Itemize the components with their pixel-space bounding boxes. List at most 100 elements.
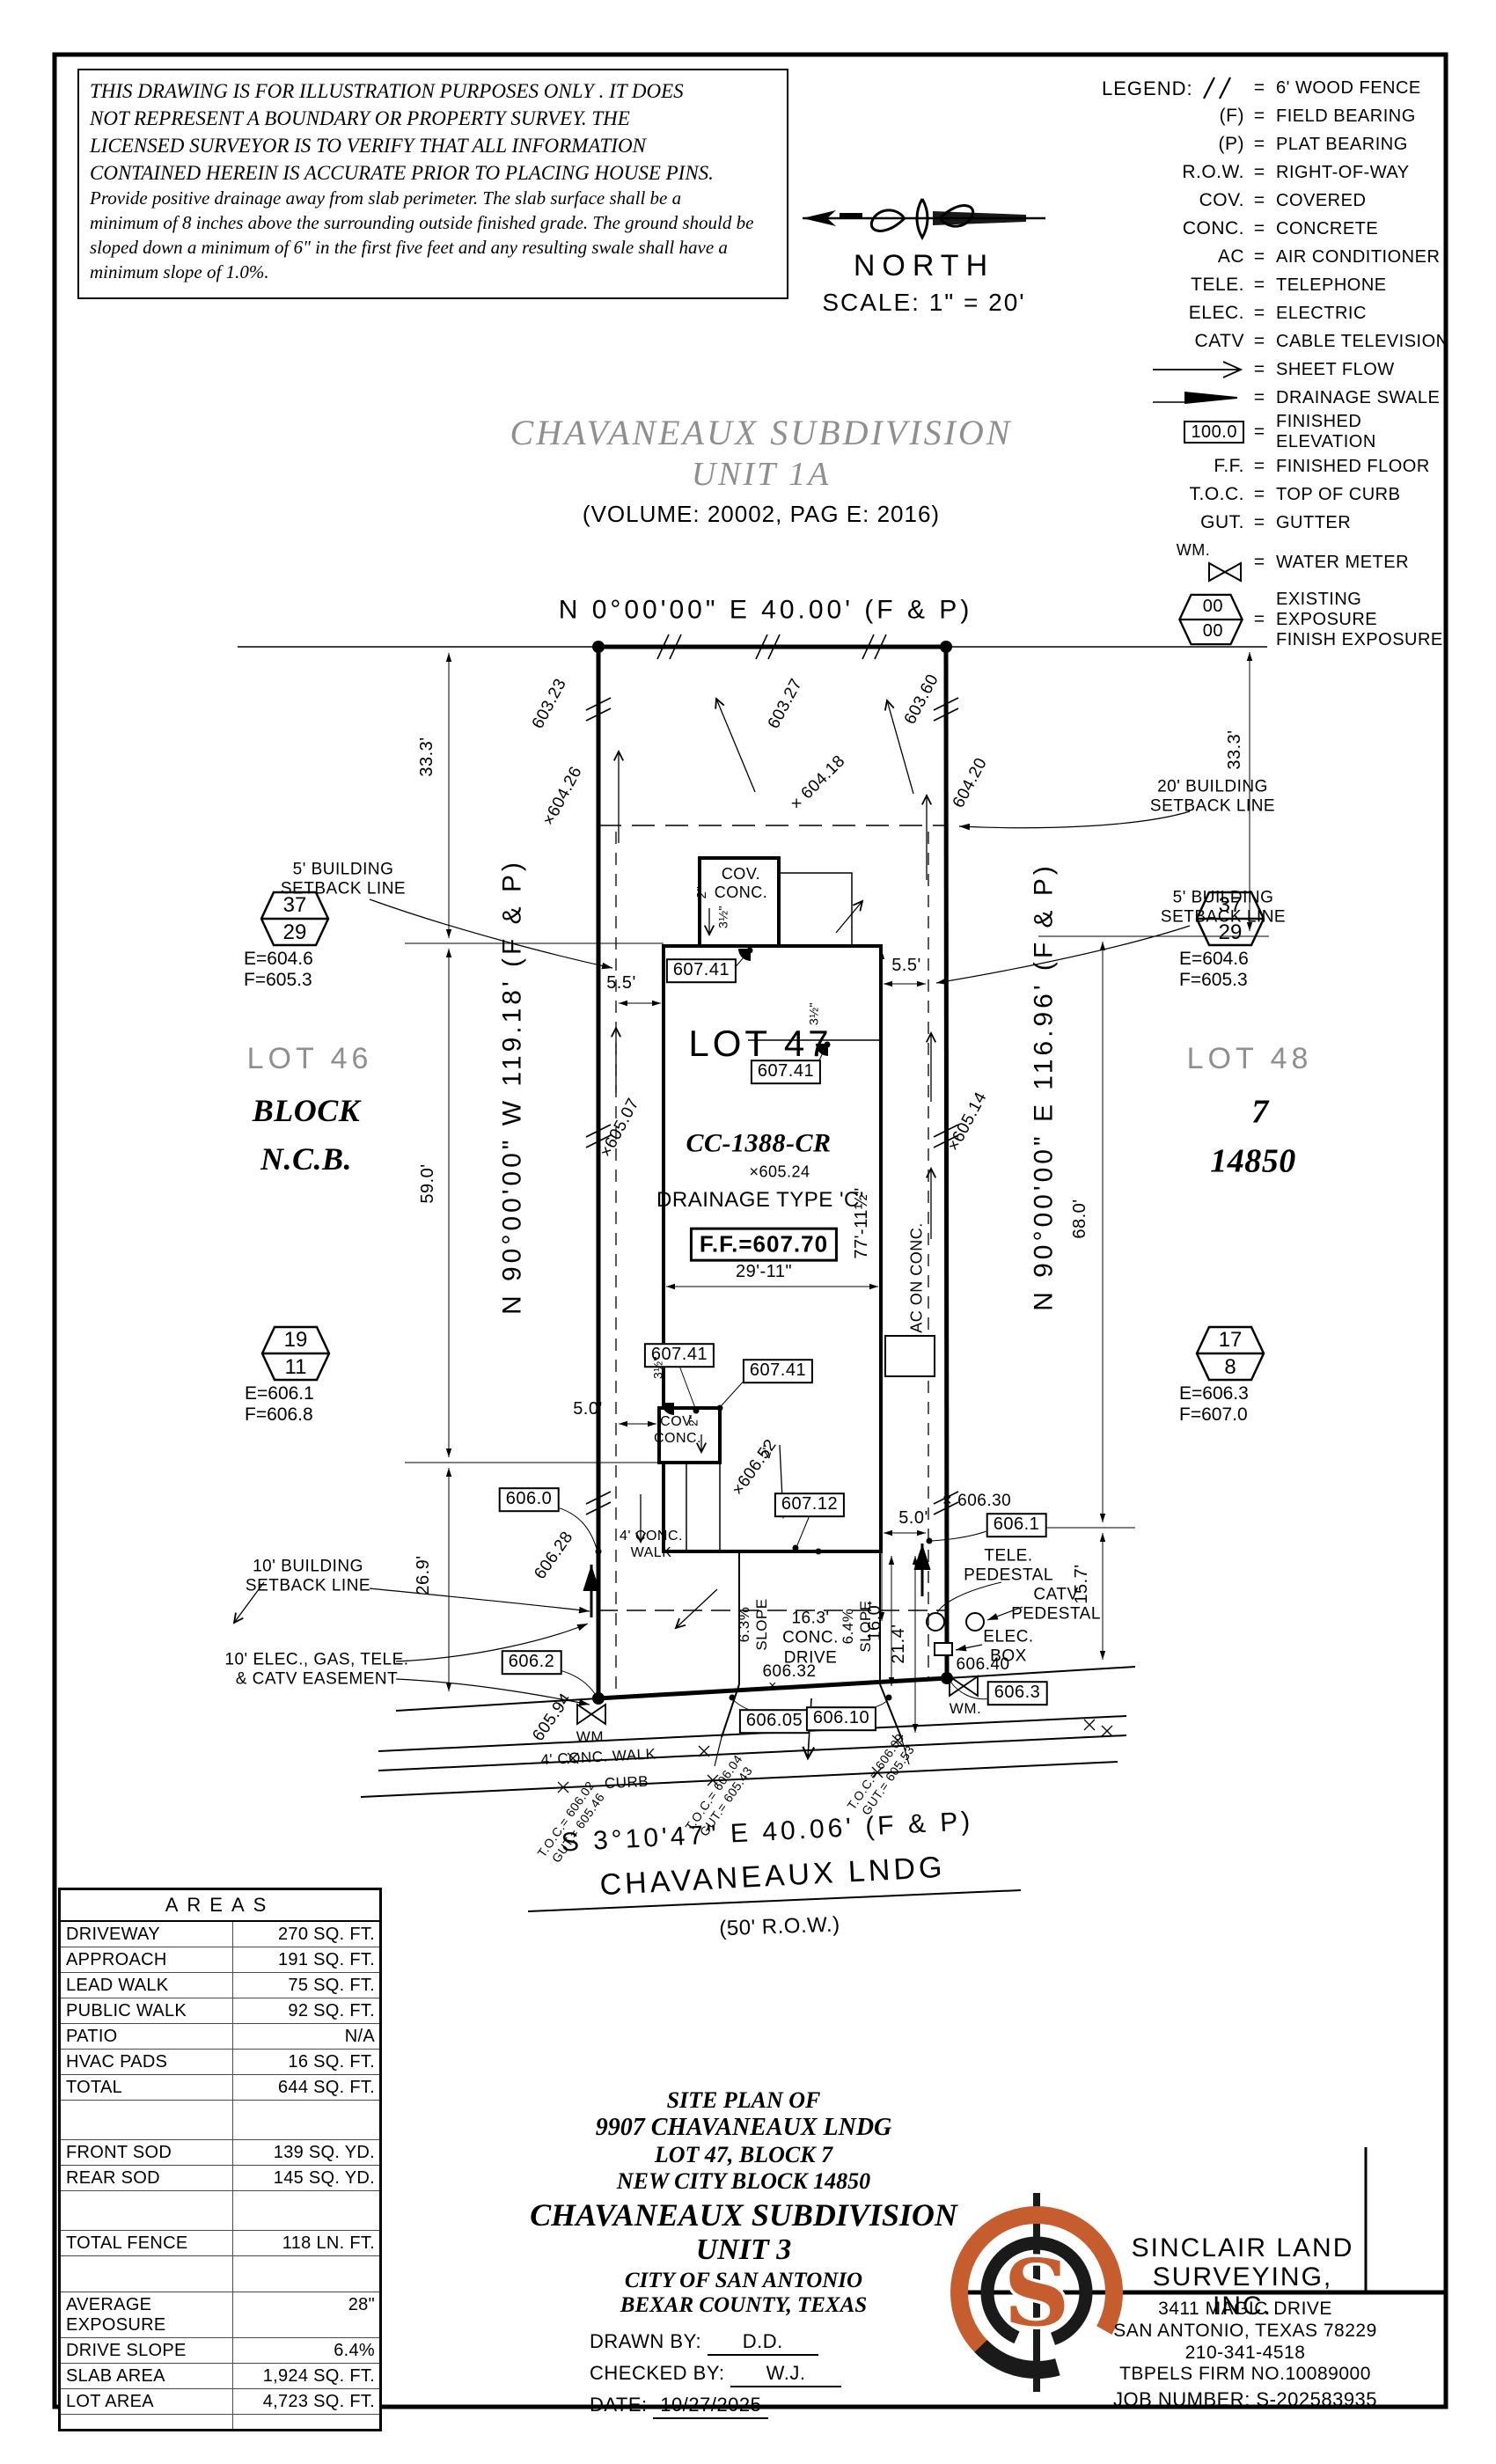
legend-description: ELECTRIC (1276, 303, 1367, 323)
legend-item: CONC.=CONCRETE (1146, 215, 1452, 243)
legend-equals: = (1253, 331, 1265, 351)
drainage-type: DRAINAGE TYPE 'C' (656, 1187, 864, 1212)
areas-row-label: APPROACH (61, 1947, 233, 1972)
disclaimer-line: NOT REPRESENT A BOUNDARY OR PROPERTY SUR… (90, 107, 630, 130)
firm-name-line1: SINCLAIR LAND (1131, 2233, 1354, 2262)
north-label: NORTH (853, 249, 995, 282)
areas-table-row (61, 2256, 379, 2292)
bearing-east: N 90°00'00" E 116.96' (F & P) (1029, 862, 1059, 1311)
legend-equals: = (1253, 609, 1265, 629)
elec-box: ELEC.BOX (983, 1627, 1034, 1666)
tele-pedestal: TELE.PEDESTAL (964, 1546, 1053, 1585)
site-address: 9907 CHAVANEAUX LNDG (595, 2114, 892, 2141)
areas-row-value: 92 SQ. FT. (288, 2001, 375, 2020)
tag-606-0: 606.0 (498, 1487, 560, 1512)
legend-description: SHEET FLOW (1276, 359, 1395, 379)
areas-table-row: TOTAL FENCE 118 LN. FT. (61, 2231, 379, 2256)
areas-row-label: HVAC PADS (61, 2050, 233, 2074)
legend-item: COV.=COVERED (1146, 187, 1452, 215)
areas-row-label: TOTAL FENCE (61, 2231, 233, 2255)
legend-item: AC=AIR CONDITIONER (1146, 243, 1452, 271)
areas-table-row: TOTAL 644 SQ. FT. (61, 2075, 379, 2101)
legend-item: =6' WOOD FENCE (1146, 74, 1452, 102)
subdivision-name: CHAVANEAUX SUBDIVISION (510, 413, 1013, 452)
plat-volume-page: (VOLUME: 20002, PAG E: 2016) (582, 501, 941, 527)
firm-phone: 210-341-4518 (1184, 2342, 1306, 2363)
legend-symbol: ELEC. (1188, 303, 1244, 323)
disclaimer-line: minimum of 8 inches above the surroundin… (90, 212, 754, 234)
unit-line: UNIT 3 (695, 2233, 792, 2266)
legend-rows: =6' WOOD FENCE(F)=FIELD BEARING(P)=PLAT … (1146, 74, 1452, 651)
subdivision-line: CHAVANEAUX SUBDIVISION (530, 2197, 957, 2233)
legend-item: 100.0=FINISHED ELEVATION (1146, 412, 1452, 452)
north-arrow-icon (803, 198, 1045, 241)
firm-name-line2: SURVEYING, INC. (1152, 2262, 1333, 2321)
areas-row-label: REAR SOD (61, 2166, 233, 2190)
areas-row-value (233, 2256, 379, 2292)
legend-equals: = (1253, 359, 1265, 379)
lot46: LOT 46 (246, 1041, 373, 1075)
legend-symbol: (P) (1218, 134, 1244, 154)
spot-603-27: 603.27 (764, 675, 806, 732)
legend-symbol: CONC. (1182, 218, 1244, 238)
legend-equals: = (1253, 552, 1265, 572)
areas-row-label: LOT AREA (61, 2389, 233, 2414)
legend-item: TELE.=TELEPHONE (1146, 271, 1452, 299)
legend-symbol: CATV (1194, 331, 1244, 351)
legend-symbol (1146, 76, 1244, 100)
areas-row-label: TOTAL (61, 2075, 233, 2100)
spot-605-14: ×605.14 (944, 1089, 991, 1155)
disclaimer-line: sloped down a minimum of 6" in the first… (90, 237, 728, 259)
areas-row-value: 4,723 SQ. FT. (262, 2392, 375, 2411)
areas-row-label: FRONT SOD (61, 2140, 233, 2165)
legend-equals: = (1253, 387, 1265, 407)
areas-table-row (61, 2101, 379, 2140)
spot-604-18: × 604.18 (787, 752, 849, 814)
areas-table-row: APPROACH 191 SQ. FT. (61, 1947, 379, 1973)
legend-equals: = (1253, 190, 1265, 210)
tag-607-41-c: 607.41 (643, 1343, 715, 1368)
tag-606-2: 606.2 (501, 1650, 562, 1675)
cov-conc-low: COV.CONC. (653, 1414, 702, 1446)
checked-by-label: CHECKED BY: (590, 2362, 725, 2384)
areas-row-value: 644 SQ. FT. (277, 2078, 375, 2097)
areas-table-row: LOT AREA 4,723 SQ. FT. (61, 2389, 379, 2415)
wm-right: WM. (949, 1699, 982, 1717)
plan-code: CC-1388-CR (686, 1128, 832, 1158)
areas-row-label: LEAD WALK (61, 1973, 233, 1998)
spot-606-32: 606.32 (762, 1661, 817, 1681)
existing-exposure-value: 19 (283, 1328, 308, 1352)
step-3half-c: 3½" (650, 1356, 665, 1379)
city-line: CITY OF SAN ANTONIO (624, 2269, 863, 2292)
public-walk: 4' CONC. WALK (540, 1745, 656, 1769)
street-name: CHAVANEAUX LNDG (598, 1850, 947, 1903)
areas-row-value: 118 LN. FT. (282, 2233, 375, 2253)
dim-77-11: 77'-11½" (852, 1187, 872, 1259)
spot-605-07: ×605.07 (597, 1095, 643, 1161)
areas-row-value: 191 SQ. FT. (277, 1950, 375, 1969)
legend-description: GUTTER (1276, 512, 1352, 532)
legend-item: T.O.C.=TOP OF CURB (1146, 480, 1452, 509)
areas-row-value: 6.4% (334, 2341, 375, 2360)
legend-description: FINISHED FLOOR (1276, 456, 1430, 476)
spot-603-23: 603.23 (528, 675, 570, 732)
subdivision-header: CHAVANEAUX SUBDIVISION UNIT 1A (VOLUME: … (453, 412, 1069, 528)
legend-title: LEGEND: (1102, 77, 1193, 99)
areas-row-label: SLAB AREA (61, 2364, 233, 2388)
legend-equals: = (1253, 218, 1265, 238)
finish-exposure-value: 29 (282, 920, 307, 944)
tag-607-12: 607.12 (774, 1492, 846, 1517)
